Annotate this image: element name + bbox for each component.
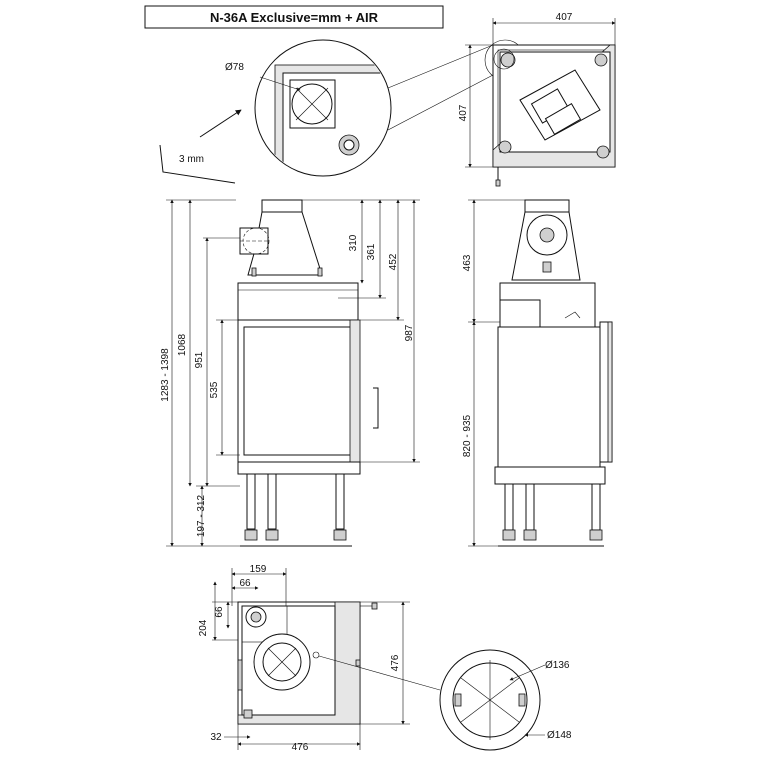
title: N-36A Exclusive=mm + AIR bbox=[210, 10, 379, 25]
side-body-label: 820 - 935 bbox=[462, 414, 473, 457]
front-361-label: 361 bbox=[366, 243, 377, 260]
front-1068-label: 1068 bbox=[177, 333, 188, 356]
front-310-label: 310 bbox=[348, 234, 359, 251]
front-951-label: 951 bbox=[194, 351, 205, 368]
direction-arrow bbox=[199, 109, 242, 138]
top-width-label: 407 bbox=[556, 12, 573, 23]
plan-width-label: 476 bbox=[292, 742, 309, 753]
plan-66-h-label: 66 bbox=[239, 578, 251, 589]
detail-circle: Ø78 bbox=[225, 39, 392, 177]
top-depth-label: 407 bbox=[458, 104, 469, 121]
flue-detail: Ø136 Ø148 bbox=[439, 649, 572, 751]
title-box: N-36A Exclusive=mm + AIR bbox=[144, 5, 444, 29]
plan-204-label: 204 bbox=[198, 619, 209, 636]
detail-diameter-label: Ø78 bbox=[225, 62, 244, 73]
flue-inner-label: Ø136 bbox=[545, 660, 570, 671]
plan-offset-label: 32 bbox=[210, 732, 222, 743]
flue-outer-label: Ø148 bbox=[547, 730, 572, 741]
detail-leader-top bbox=[387, 44, 494, 89]
top-view: 407 407 bbox=[458, 12, 616, 187]
side-flue-label: 463 bbox=[462, 254, 473, 271]
front-legs-label: 197 - 312 bbox=[196, 494, 207, 537]
allen-key-icon bbox=[159, 144, 236, 184]
side-view: 463 820 - 935 bbox=[462, 199, 613, 547]
plan-view: 159 66 204 66 476 476 32 bbox=[198, 564, 441, 753]
tool-label: 3 mm bbox=[179, 154, 204, 165]
plan-66-v-label: 66 bbox=[214, 606, 225, 618]
detail-leader-bottom bbox=[387, 74, 494, 131]
front-total-height-label: 1283 - 1398 bbox=[160, 348, 171, 402]
front-987-label: 987 bbox=[404, 324, 415, 341]
plan-159-label: 159 bbox=[250, 564, 267, 575]
plan-depth-label: 476 bbox=[390, 654, 401, 671]
front-door-height-label: 535 bbox=[209, 381, 220, 398]
front-452-label: 452 bbox=[388, 253, 399, 270]
front-view: 1283 - 1398 1068 951 535 197 - 312 310 3… bbox=[160, 199, 420, 547]
